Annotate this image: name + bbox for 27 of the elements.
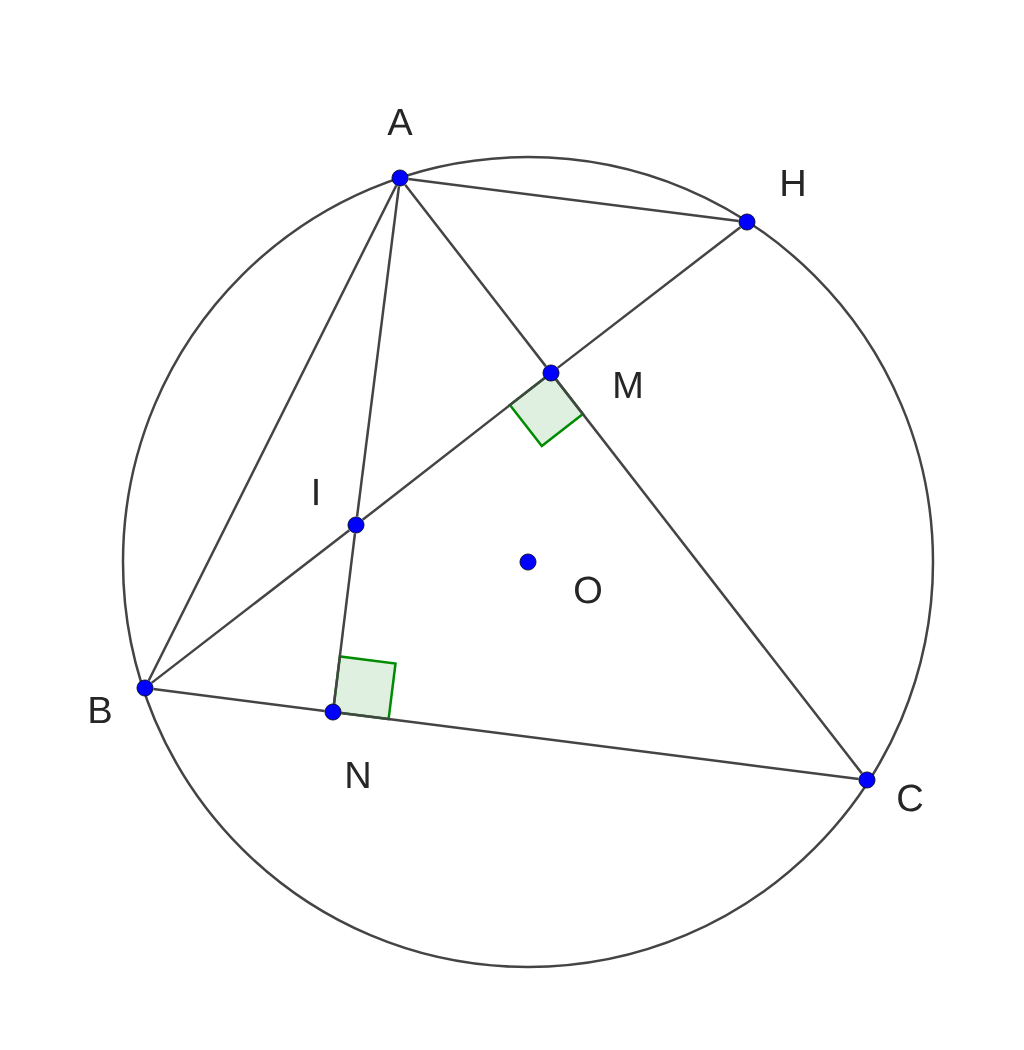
segment xyxy=(408,177,739,223)
point xyxy=(542,364,560,382)
point-label: N xyxy=(347,761,369,789)
point xyxy=(347,516,365,534)
segment xyxy=(404,183,547,368)
point xyxy=(858,771,876,789)
point-label: H xyxy=(782,169,804,197)
point xyxy=(738,213,756,231)
point-label: C xyxy=(898,784,923,812)
segment xyxy=(556,226,742,369)
point xyxy=(324,703,342,721)
point xyxy=(136,679,154,697)
segment xyxy=(361,377,546,521)
point xyxy=(391,169,409,187)
point-label: I xyxy=(314,478,318,506)
segment xyxy=(355,186,401,517)
point-label: A xyxy=(387,108,413,136)
point-label: M xyxy=(615,371,641,399)
segment xyxy=(332,533,357,704)
segment xyxy=(153,687,325,713)
segment xyxy=(341,711,859,781)
point xyxy=(519,553,537,571)
point-label: B xyxy=(90,696,111,724)
segment xyxy=(150,529,351,684)
point-label: O xyxy=(575,576,601,604)
segment xyxy=(555,378,863,775)
segment xyxy=(147,184,398,682)
